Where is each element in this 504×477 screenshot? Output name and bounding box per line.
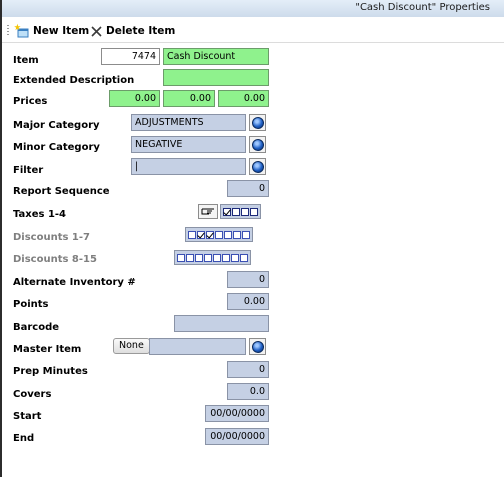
price-1-field[interactable]: 0.00 <box>109 90 160 107</box>
tax-4-checkbox[interactable] <box>250 207 258 216</box>
alternate-inventory-label: Alternate Inventory # <box>13 277 136 288</box>
delete-item-button[interactable]: Delete Item <box>90 22 175 40</box>
discount-9-checkbox[interactable] <box>186 253 194 262</box>
delete-x-icon <box>90 25 103 38</box>
extended-description-label: Extended Description <box>13 75 135 86</box>
extended-description-field[interactable] <box>163 69 269 86</box>
discounts-1-7-label: Discounts 1-7 <box>13 232 90 243</box>
discount-3-checkbox[interactable] <box>206 230 214 239</box>
major-category-label: Major Category <box>13 120 100 131</box>
filter-label: Filter <box>13 165 44 176</box>
prep-minutes-field[interactable]: 0 <box>227 361 269 378</box>
covers-field[interactable]: 0.0 <box>227 383 269 400</box>
toolbar: New Item Delete Item <box>2 20 504 43</box>
lookup-orb-icon <box>251 138 264 151</box>
discount-13-checkbox[interactable] <box>222 253 230 262</box>
barcode-field[interactable] <box>174 315 269 332</box>
master-item-label: Master Item <box>13 344 82 355</box>
points-field[interactable]: 0.00 <box>227 293 269 310</box>
end-label: End <box>13 433 35 444</box>
start-date-field[interactable]: 00/00/0000 <box>205 405 269 422</box>
lookup-orb-icon <box>251 340 264 353</box>
covers-label: Covers <box>13 389 52 400</box>
points-label: Points <box>13 299 49 310</box>
alternate-inventory-field[interactable]: 0 <box>227 271 269 288</box>
discount-14-checkbox[interactable] <box>231 253 239 262</box>
item-label: Item <box>13 55 39 66</box>
discount-10-checkbox[interactable] <box>195 253 203 262</box>
discount-5-checkbox[interactable] <box>224 230 232 239</box>
lookup-orb-icon <box>251 160 264 173</box>
filter-lookup-button[interactable] <box>249 158 266 175</box>
prep-minutes-label: Prep Minutes <box>13 366 88 377</box>
discounts-8-15-checkboxes <box>174 250 251 265</box>
discount-1-checkbox[interactable] <box>188 230 196 239</box>
discount-11-checkbox[interactable] <box>204 253 212 262</box>
master-item-field[interactable] <box>149 338 246 355</box>
prices-label: Prices <box>13 96 48 107</box>
discounts-8-15-label: Discounts 8-15 <box>13 254 97 265</box>
discount-7-checkbox[interactable] <box>242 230 250 239</box>
major-category-lookup-button[interactable] <box>249 114 266 131</box>
taxes-checkboxes <box>220 204 261 219</box>
minor-category-label: Minor Category <box>13 142 100 153</box>
new-item-icon <box>14 23 30 39</box>
item-number-field[interactable]: 7474 <box>101 48 160 65</box>
master-item-lookup-button[interactable] <box>249 338 266 355</box>
start-label: Start <box>13 411 42 422</box>
price-2-field[interactable]: 0.00 <box>163 90 215 107</box>
toolbar-grip[interactable] <box>7 25 9 37</box>
lookup-orb-icon <box>251 116 264 129</box>
barcode-label: Barcode <box>13 322 60 333</box>
master-item-none-button[interactable]: None <box>113 338 150 354</box>
filter-field[interactable]: | <box>131 158 246 175</box>
pointing-hand-icon[interactable] <box>198 204 218 219</box>
tax-3-checkbox[interactable] <box>241 207 249 216</box>
major-category-field[interactable]: ADJUSTMENTS <box>131 114 246 131</box>
end-date-field[interactable]: 00/00/0000 <box>205 428 269 445</box>
item-name-field[interactable]: Cash Discount <box>163 48 269 65</box>
tax-1-checkbox[interactable] <box>223 207 231 216</box>
minor-category-lookup-button[interactable] <box>249 136 266 153</box>
discount-4-checkbox[interactable] <box>215 230 223 239</box>
discount-6-checkbox[interactable] <box>233 230 241 239</box>
title-bar: "Cash Discount" Properties <box>2 0 504 17</box>
price-3-field[interactable]: 0.00 <box>218 90 269 107</box>
window-title: "Cash Discount" Properties <box>355 2 490 13</box>
discount-12-checkbox[interactable] <box>213 253 221 262</box>
discount-8-checkbox[interactable] <box>177 253 185 262</box>
window-frame-left <box>0 0 2 477</box>
discounts-1-7-checkboxes <box>185 227 253 242</box>
discount-2-checkbox[interactable] <box>197 230 205 239</box>
delete-item-label: Delete Item <box>106 25 176 37</box>
taxes-label: Taxes 1-4 <box>13 209 67 220</box>
report-sequence-field[interactable]: 0 <box>227 180 269 197</box>
report-sequence-label: Report Sequence <box>13 186 110 197</box>
new-item-button[interactable]: New Item <box>14 22 89 40</box>
discount-15-checkbox[interactable] <box>240 253 248 262</box>
tax-2-checkbox[interactable] <box>232 207 240 216</box>
minor-category-field[interactable]: NEGATIVE <box>131 136 246 153</box>
new-item-label: New Item <box>33 25 90 37</box>
